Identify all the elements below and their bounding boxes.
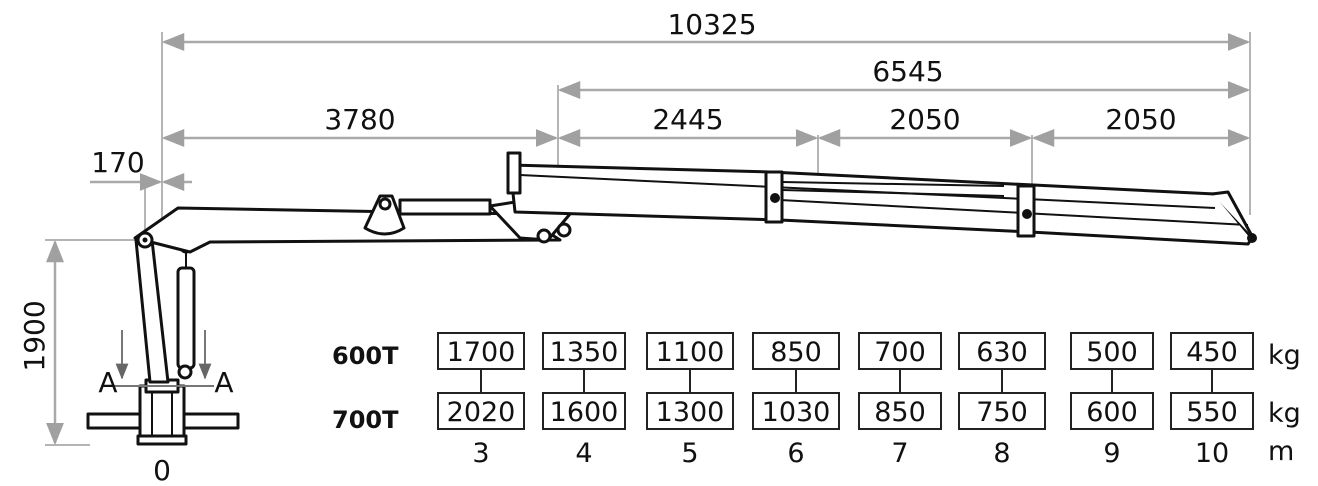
reach-value: 4 (575, 438, 592, 469)
load-cell-box (437, 392, 525, 430)
dim-ext2: 2050 (889, 103, 960, 136)
reach-value: 6 (787, 438, 804, 469)
model-label-600t: 600T (332, 342, 399, 370)
reach-unit-label: m (1268, 436, 1294, 467)
secondary-cylinder (398, 198, 492, 216)
dimension-lines (46, 33, 1251, 446)
dim-offset: 170 (91, 146, 144, 179)
load-cell-box (1070, 332, 1154, 370)
load-value: 630 (976, 337, 1028, 368)
load-cell-box (858, 332, 942, 370)
load-cell-box (542, 392, 626, 430)
load-value: 1700 (447, 337, 516, 368)
load-value: 1100 (656, 337, 725, 368)
load-value: 750 (976, 397, 1028, 428)
load-value: 1300 (656, 397, 725, 428)
dim-ext1: 2445 (652, 103, 723, 136)
load-value: 450 (1186, 337, 1238, 368)
load-value: 2020 (447, 397, 516, 428)
load-cell-box (752, 392, 840, 430)
load-value: 700 (874, 337, 926, 368)
load-cell-box (1170, 392, 1254, 430)
load-cell-box (542, 332, 626, 370)
dim-height: 1900 (18, 300, 51, 371)
load-value: 850 (874, 397, 926, 428)
load-value: 600 (1086, 397, 1138, 428)
load-table: 600T 700T kg kg m 1700 2020 3 1350 1600 4 1100… (332, 332, 1301, 469)
section-mark-left: A (98, 366, 117, 399)
load-value: 1350 (550, 337, 619, 368)
load-cell-box (958, 392, 1046, 430)
dim-main-boom: 3780 (324, 103, 395, 136)
crane-column (134, 238, 170, 384)
model-label-700t: 700T (332, 406, 399, 434)
boom-bracket (363, 194, 406, 236)
crane-structure (86, 151, 1257, 446)
unit-label-600t: kg (1268, 340, 1301, 371)
load-cell-box (858, 392, 942, 430)
dim-ext3: 2050 (1105, 103, 1176, 136)
section-marks: A A (98, 330, 234, 399)
reach-value: 10 (1195, 438, 1229, 469)
reach-value: 3 (472, 438, 489, 469)
load-cell-box (646, 332, 734, 370)
load-value: 500 (1086, 337, 1138, 368)
load-value: 1030 (762, 397, 831, 428)
load-cell-box (437, 332, 525, 370)
main-boom (133, 206, 562, 254)
load-cell-box (646, 392, 734, 430)
load-cell-box (1170, 332, 1254, 370)
reach-value: 7 (891, 438, 908, 469)
reach-value: 8 (993, 438, 1010, 469)
dim-outer-reach: 6545 (872, 55, 943, 88)
section-mark-right: A (214, 366, 233, 399)
load-cell-box (752, 332, 840, 370)
dim-base: 0 (153, 454, 171, 486)
load-cell-box (1070, 392, 1154, 430)
load-value: 1600 (550, 397, 619, 428)
load-value: 550 (1186, 397, 1238, 428)
dim-total: 10325 (667, 8, 756, 41)
column-base (138, 384, 186, 444)
unit-label-700t: kg (1268, 398, 1301, 429)
reach-value: 5 (681, 438, 698, 469)
reach-value: 9 (1103, 438, 1120, 469)
load-value: 850 (770, 337, 822, 368)
dimension-labels: 10325 6545 3780 2445 2050 2050 170 1900 … (18, 8, 1177, 486)
lift-cylinder (176, 266, 196, 370)
load-cell-box (958, 332, 1046, 370)
